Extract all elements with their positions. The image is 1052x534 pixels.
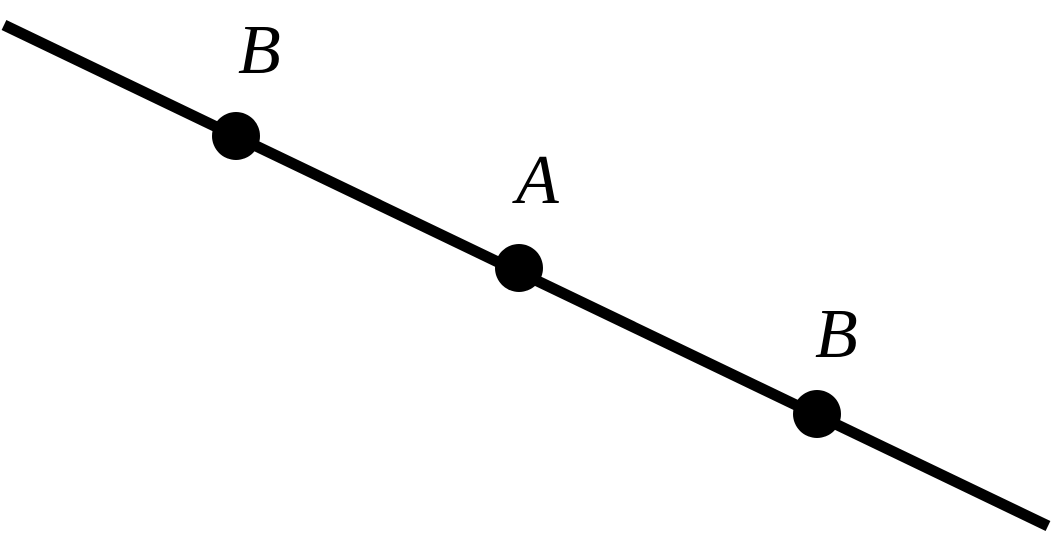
point-b-right bbox=[793, 390, 841, 438]
point-a bbox=[495, 244, 543, 292]
label-a: A bbox=[512, 142, 559, 219]
label-b-right: B bbox=[815, 296, 858, 373]
label-b-left: B bbox=[238, 12, 281, 89]
point-b-left bbox=[212, 112, 260, 160]
